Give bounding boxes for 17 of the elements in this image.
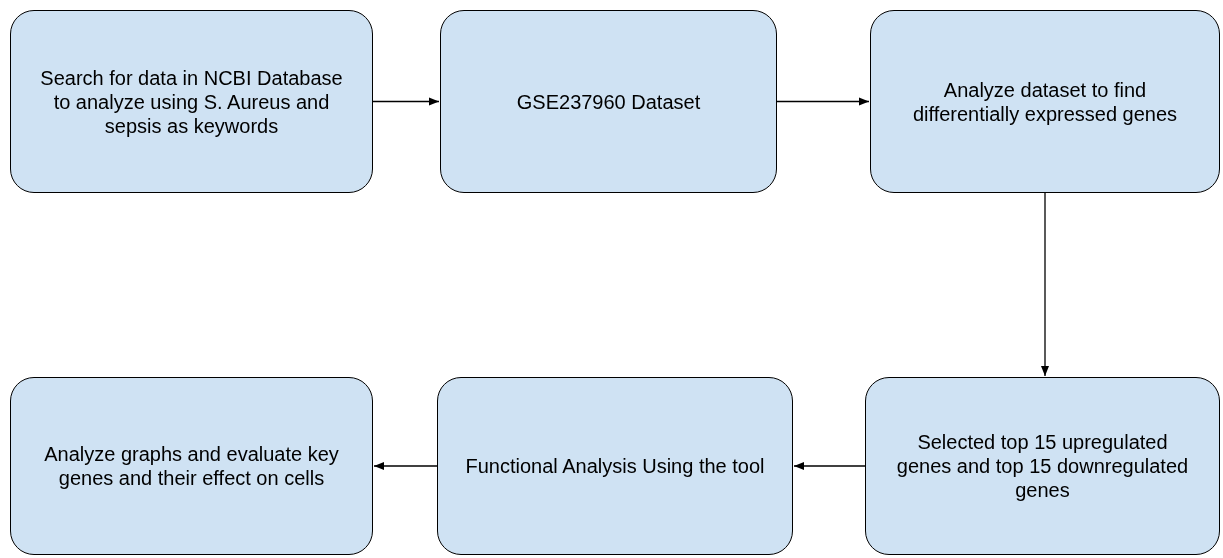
process-box bbox=[865, 377, 1220, 555]
arrow bbox=[372, 97, 440, 106]
step-text: Selected top 15 upregulated genes and top 15 downregulated genes bbox=[895, 430, 1190, 502]
process-box bbox=[10, 10, 373, 193]
step-text: Search for data in NCBI Database to analyze using S. Aureus and sepsis as keywords bbox=[39, 65, 344, 138]
arrow bbox=[373, 461, 438, 471]
step-text: Functional Analysis Using the tool bbox=[465, 454, 765, 478]
process-box bbox=[440, 10, 777, 193]
step-text: Analyze graphs and evaluate key genes and their effect on cells bbox=[43, 442, 340, 490]
process-box bbox=[437, 377, 793, 555]
arrow bbox=[776, 97, 870, 106]
process-box bbox=[870, 10, 1220, 193]
process-box bbox=[10, 377, 373, 555]
step-text: Analyze dataset to find differentially expressed genes bbox=[911, 77, 1179, 126]
arrow bbox=[793, 461, 866, 471]
arrow bbox=[1040, 192, 1050, 377]
step-text: GSE237960 Dataset bbox=[516, 89, 701, 114]
